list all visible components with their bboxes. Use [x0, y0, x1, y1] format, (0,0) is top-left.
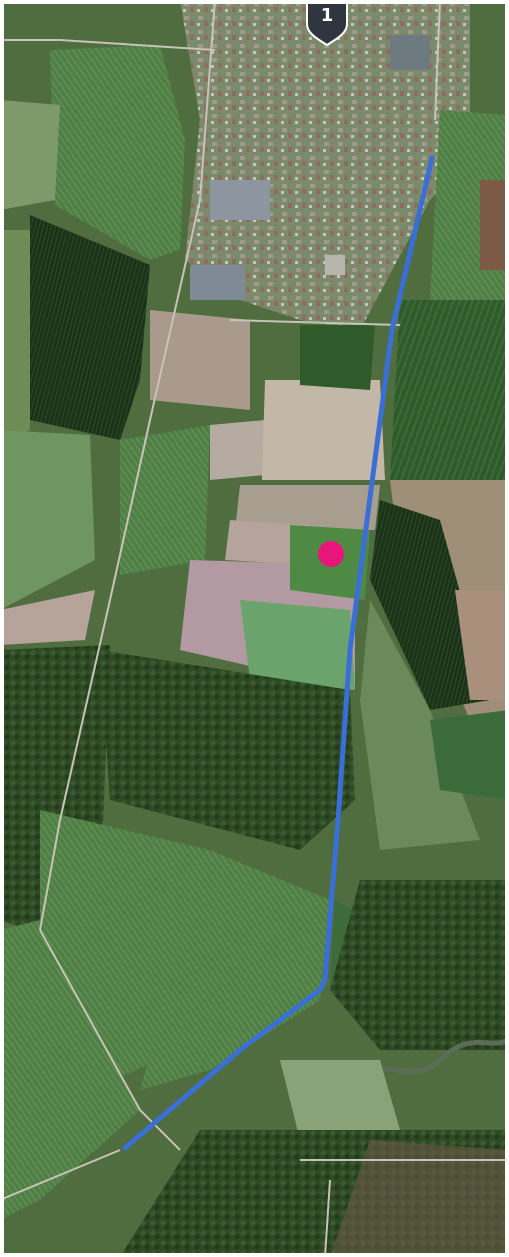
- southern-fields: [0, 810, 509, 1220]
- farmland-east: [360, 110, 509, 850]
- point-of-interest-marker[interactable]: [318, 541, 344, 567]
- farmland: [0, 45, 385, 930]
- town-area: [180, 0, 470, 330]
- river: [120, 1037, 509, 1257]
- route-line: [122, 155, 435, 1151]
- waypoint-marker[interactable]: 1: [306, 0, 348, 47]
- waypoint-label: 1: [321, 5, 334, 26]
